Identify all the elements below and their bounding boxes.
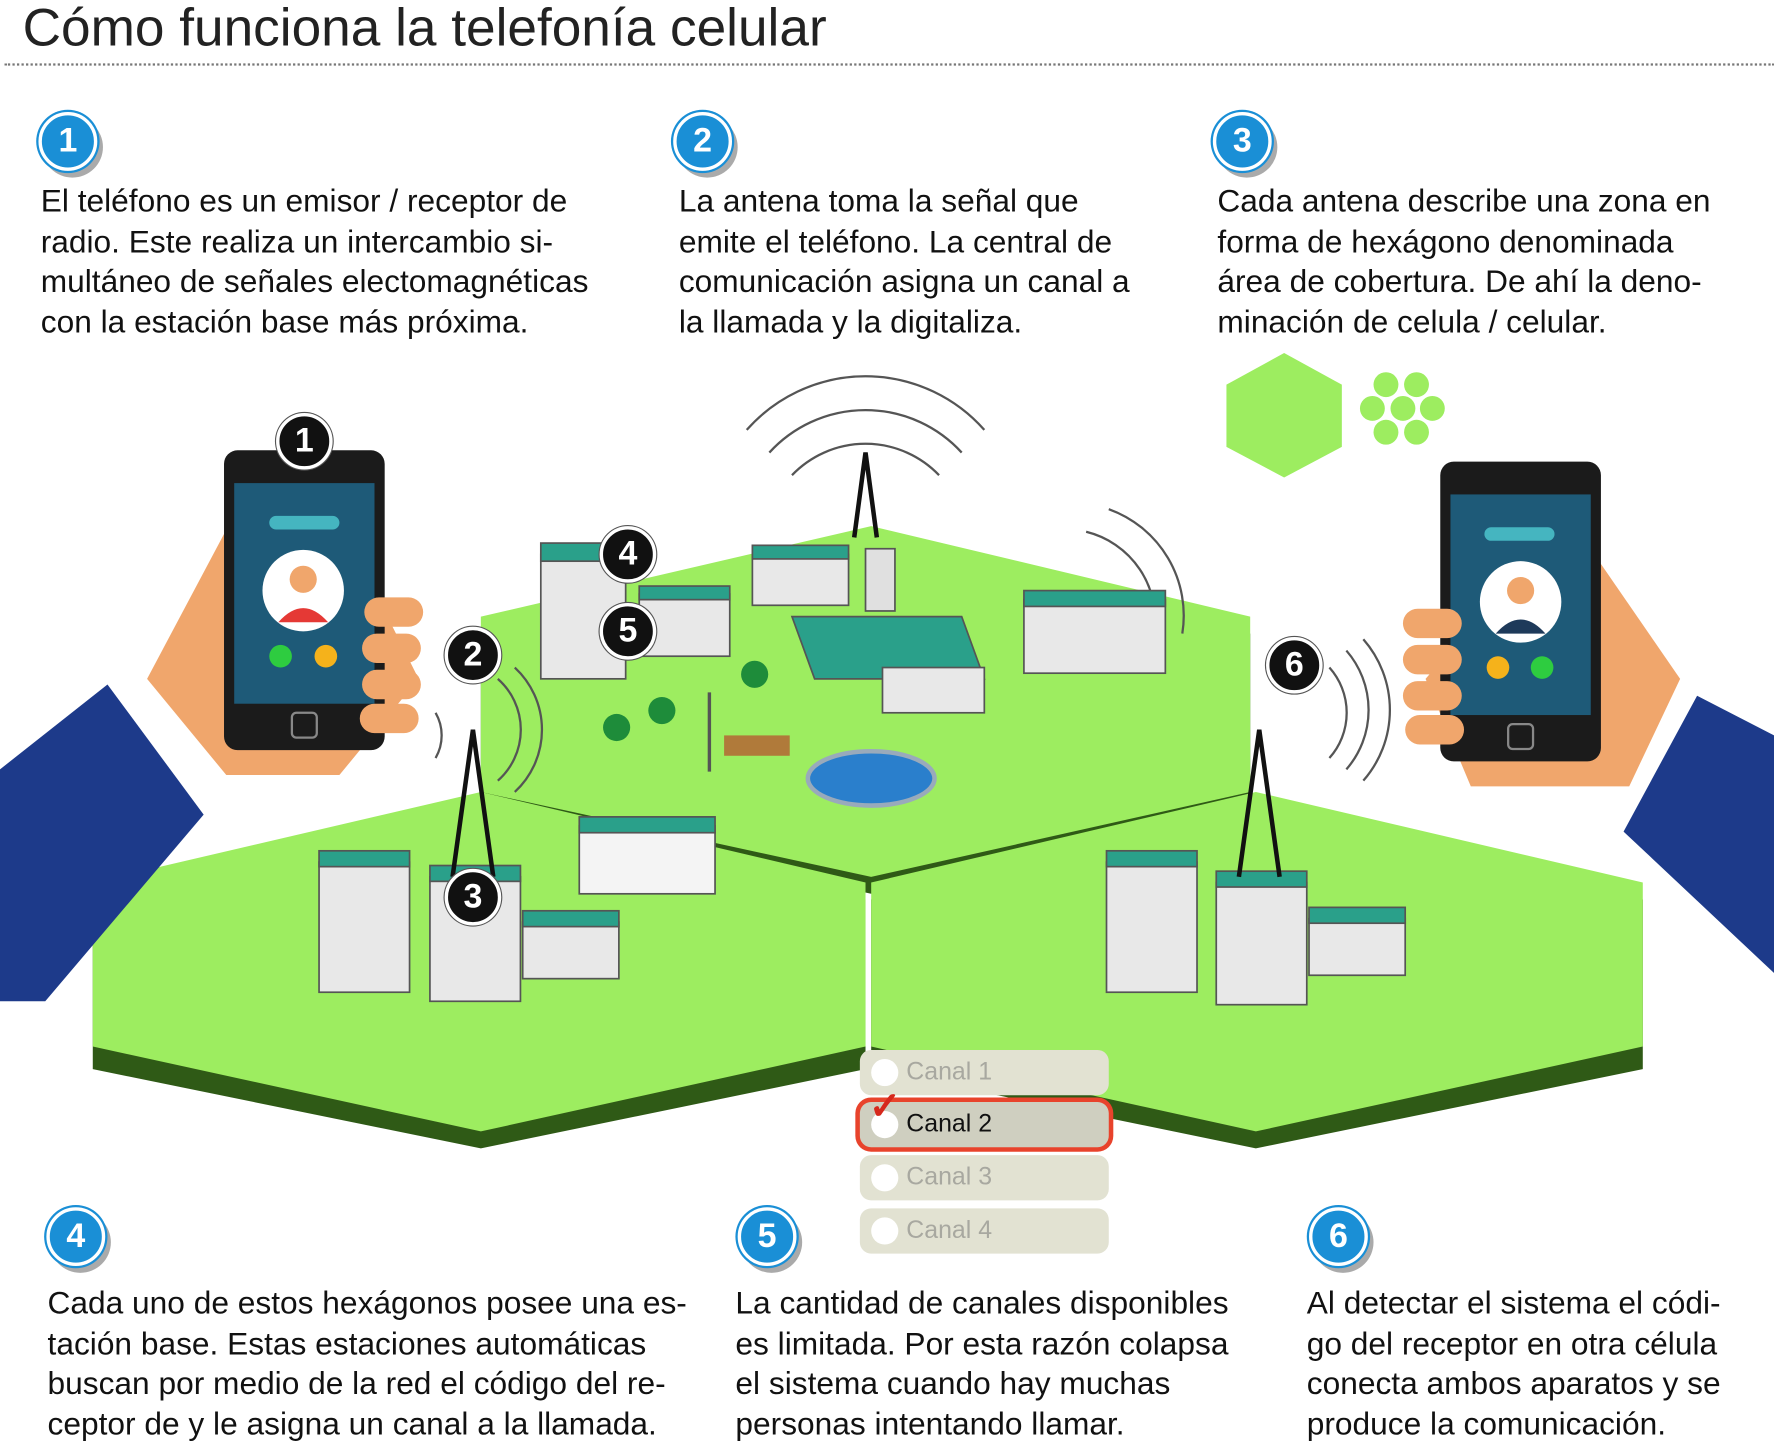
channel-label: Canal 3 [906, 1161, 993, 1191]
text-line: ceptor de y le asigna un canal a la llam… [47, 1405, 657, 1441]
marker-4: 4 [599, 526, 657, 583]
text-line: tación base. Estas estaciones automática… [47, 1325, 647, 1361]
marker-5: 5 [599, 603, 657, 660]
channel-option-1: Canal 1 [859, 1049, 1109, 1096]
step-text-2: La antena toma la señal que emite el telé… [679, 181, 1130, 342]
text-line: La cantidad de canales disponibles [735, 1285, 1229, 1321]
buildings [318, 542, 1407, 1006]
text-line: Al detectar el sistema el códi- [1306, 1285, 1721, 1321]
step-text-3: Cada antena describe una zona en forma de… [1217, 181, 1710, 342]
text-line: forma de hexágono denominada [1217, 223, 1674, 259]
text-line: Cada uno de estos hexágonos posee una es… [47, 1285, 687, 1321]
antenna-towers [450, 452, 1282, 878]
step-text-6: Al detectar el sistema el códi-go del re… [1307, 1283, 1721, 1444]
radio-icon [871, 1217, 899, 1245]
channel-label: Canal 2 [906, 1108, 993, 1138]
text-line: comunicación asigna un canal a [678, 263, 1130, 299]
text-line: go del receptor en otra célula [1306, 1325, 1718, 1361]
left-caller [0, 450, 424, 1002]
text-line: personas intentando llamar. [735, 1405, 1125, 1441]
text-line: radio. Este realiza un intercambio si- [40, 223, 554, 259]
radio-icon [871, 1164, 899, 1192]
channel-label: Canal 1 [906, 1056, 993, 1086]
text-line: el sistema cuando hay muchas [735, 1365, 1171, 1401]
marker-6: 6 [1266, 636, 1323, 694]
marker-1: 1 [276, 412, 333, 470]
text-line: minación de celula / celular. [1217, 303, 1607, 339]
marker-2: 2 [444, 626, 502, 684]
channel-option-3: Canal 3 [859, 1155, 1109, 1201]
text-line: la llamada y la digitaliza. [678, 303, 1023, 339]
text-line: con la estación base más próxima. [40, 303, 529, 339]
step-badge-6: 6 [1309, 1207, 1368, 1267]
text-line: multáneo de señales electomagnéticas [40, 263, 589, 299]
large-hexagon-icon [1226, 352, 1342, 478]
step-text-1: El teléfono es un emisor / receptor de ra… [41, 181, 589, 342]
step-badge-2: 2 [673, 112, 733, 171]
channel-option-2-selected: Canal 2 [859, 1101, 1109, 1148]
radio-icon [871, 1058, 899, 1087]
text-line: conecta ambos aparatos y se [1306, 1365, 1721, 1401]
page-title: Cómo funciona la telefonía celular [22, 0, 827, 57]
text-line: La antena toma la señal que [678, 183, 1079, 219]
text-line: Cada antena describe una zona en [1217, 183, 1711, 219]
text-line: El teléfono es un emisor / receptor de [40, 183, 568, 219]
text-line: buscan por medio de la red el código del… [47, 1365, 666, 1401]
park [603, 660, 937, 808]
step-text-5: La cantidad de canales disponibles es lim… [735, 1283, 1228, 1444]
channel-option-4: Canal 4 [859, 1208, 1109, 1254]
checkmark-icon: ✓ [868, 1085, 902, 1129]
step-text-4: Cada uno de estos hexágonos posee una es… [48, 1283, 687, 1444]
text-line: área de cobertura. De ahí la deno- [1217, 263, 1702, 299]
marker-3: 3 [444, 868, 502, 926]
title-divider [4, 63, 1774, 66]
radio-icon [871, 1111, 899, 1139]
text-line: emite el teléfono. La central de [678, 223, 1113, 259]
signal-waves [434, 375, 1392, 793]
text-line: produce la comunicación. [1306, 1405, 1667, 1441]
right-receiver [1402, 461, 1774, 973]
hexagon-cluster-icon [1359, 372, 1445, 445]
step-badge-4: 4 [46, 1207, 106, 1267]
step-badge-5: 5 [737, 1207, 797, 1267]
text-line: es limitada. Por esta razón colapsa [735, 1325, 1229, 1361]
step-badge-3: 3 [1212, 112, 1272, 171]
step-badge-1: 1 [38, 112, 98, 171]
channel-label: Canal 4 [906, 1215, 993, 1244]
